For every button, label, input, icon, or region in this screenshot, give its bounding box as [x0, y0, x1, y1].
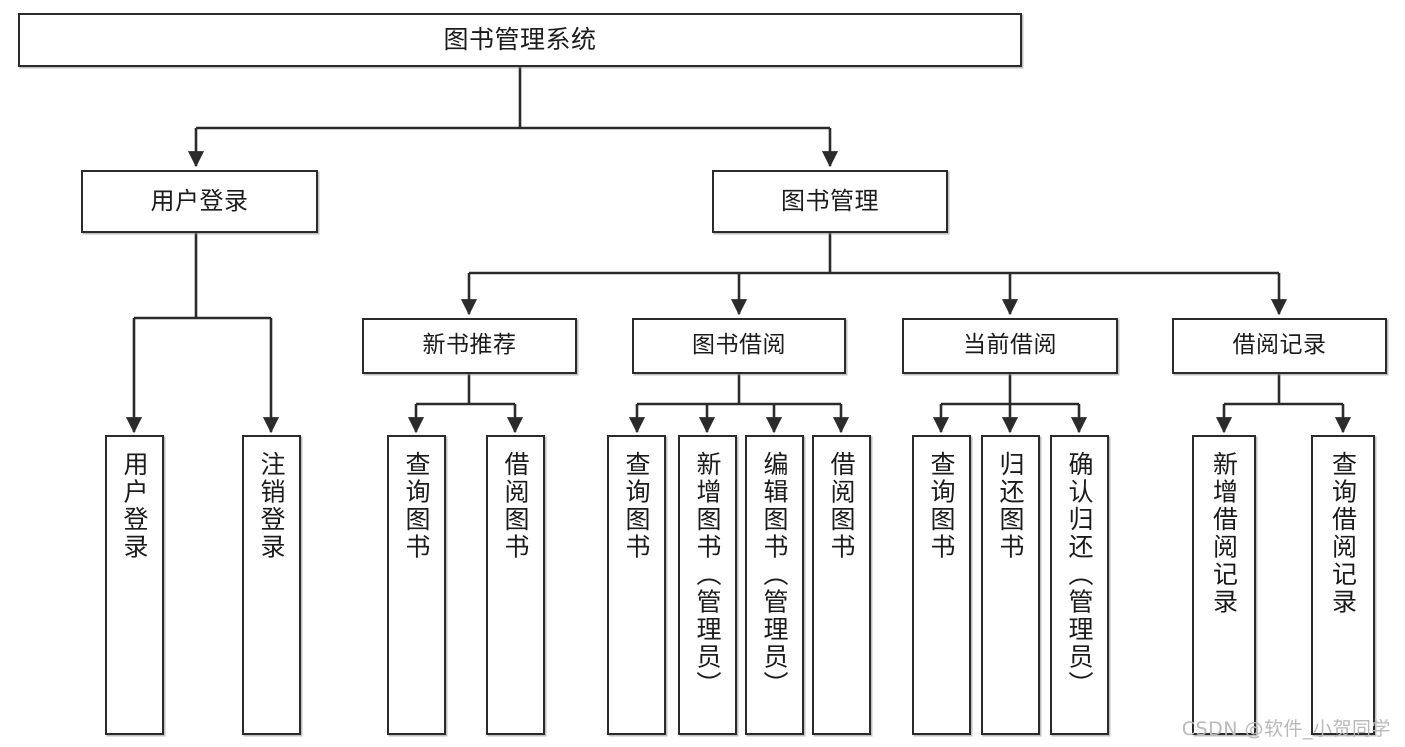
node-borrow-record-label: 借阅记录 — [1232, 332, 1327, 359]
node-leaf-user-logout[interactable]: 注销登录 — [242, 435, 301, 735]
node-leaf-query-book-2-label: 查询图书 — [622, 451, 651, 561]
node-leaf-query-book-2[interactable]: 查询图书 — [607, 435, 666, 735]
node-leaf-edit-book-label: 编辑图书（管理员） — [760, 451, 789, 699]
node-leaf-return-book-label: 归还图书 — [996, 451, 1025, 561]
node-leaf-borrow-book-1[interactable]: 借阅图书 — [486, 435, 545, 735]
node-book-manage[interactable]: 图书管理 — [712, 170, 948, 233]
node-user-login-label: 用户登录 — [150, 187, 249, 216]
node-leaf-borrow-book-1-label: 借阅图书 — [501, 451, 530, 561]
node-leaf-add-record-label: 新增借阅记录 — [1209, 451, 1239, 616]
node-leaf-user-login-label: 用户登录 — [120, 451, 149, 561]
node-current-borrow-label: 当前借阅 — [963, 332, 1057, 359]
node-leaf-query-book-3-label: 查询图书 — [927, 451, 956, 561]
node-leaf-return-book[interactable]: 归还图书 — [981, 435, 1040, 735]
node-leaf-query-book-3[interactable]: 查询图书 — [912, 435, 971, 735]
node-leaf-add-book-label: 新增图书（管理员） — [693, 451, 722, 699]
node-leaf-query-book-1-label: 查询图书 — [402, 451, 431, 561]
node-user-login[interactable]: 用户登录 — [81, 170, 318, 233]
node-leaf-edit-book[interactable]: 编辑图书（管理员） — [745, 435, 804, 735]
node-leaf-query-record[interactable]: 查询借阅记录 — [1311, 435, 1375, 735]
node-book-borrow[interactable]: 图书借阅 — [632, 318, 846, 374]
node-new-book-recommend[interactable]: 新书推荐 — [362, 318, 577, 374]
node-borrow-record[interactable]: 借阅记录 — [1172, 318, 1387, 374]
node-book-borrow-label: 图书借阅 — [692, 332, 786, 359]
node-leaf-query-record-label: 查询借阅记录 — [1328, 451, 1358, 616]
node-leaf-user-logout-label: 注销登录 — [257, 451, 286, 561]
node-leaf-add-book[interactable]: 新增图书（管理员） — [678, 435, 737, 735]
node-root[interactable]: 图书管理系统 — [18, 13, 1022, 67]
node-root-label: 图书管理系统 — [443, 25, 597, 55]
csdn-watermark: CSDN @软件_小贺同学 — [1181, 718, 1391, 740]
node-leaf-add-record[interactable]: 新增借阅记录 — [1192, 435, 1256, 735]
node-leaf-confirm-return-label: 确认归还（管理员） — [1065, 451, 1094, 699]
node-book-manage-label: 图书管理 — [781, 187, 879, 216]
node-leaf-borrow-book-2-label: 借阅图书 — [827, 451, 856, 561]
node-leaf-user-login[interactable]: 用户登录 — [105, 435, 164, 735]
node-leaf-confirm-return[interactable]: 确认归还（管理员） — [1050, 435, 1109, 735]
node-current-borrow[interactable]: 当前借阅 — [902, 318, 1118, 374]
node-leaf-borrow-book-2[interactable]: 借阅图书 — [812, 435, 871, 735]
node-leaf-query-book-1[interactable]: 查询图书 — [387, 435, 446, 735]
node-new-book-recommend-label: 新书推荐 — [422, 332, 517, 359]
